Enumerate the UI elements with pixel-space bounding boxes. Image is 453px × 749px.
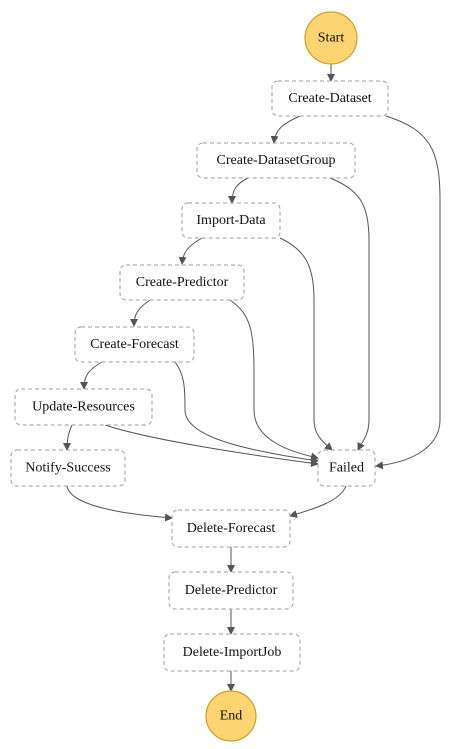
state-create-predictor[interactable]: Create-Predictor <box>119 264 245 301</box>
state-failed[interactable]: Failed <box>317 449 376 487</box>
state-create-dataset[interactable]: Create-Dataset <box>271 80 389 117</box>
edge-import-data-to-create-predictor <box>178 237 203 265</box>
state-delete-forecast[interactable]: Delete-Forecast <box>171 509 291 548</box>
state-delete-predictor-label: Delete-Predictor <box>185 583 278 598</box>
state-create-forecast-label: Create-Forecast <box>90 337 179 352</box>
end-node[interactable]: End <box>205 690 257 742</box>
state-import-data[interactable]: Import-Data <box>181 202 281 239</box>
edge-create-dataset-to-create-datasetgroup <box>270 115 301 144</box>
state-update-resources-label: Update-Resources <box>32 400 135 415</box>
state-update-resources[interactable]: Update-Resources <box>14 388 153 426</box>
edge-import-data-to-failed <box>279 237 333 451</box>
state-create-dataset-label: Create-Dataset <box>288 91 371 106</box>
edge-create-predictor-to-create-forecast <box>130 299 151 327</box>
state-create-predictor-label: Create-Predictor <box>136 275 229 290</box>
edge-create-forecast-to-failed <box>174 361 319 464</box>
state-failed-label: Failed <box>329 461 364 476</box>
state-notify-success[interactable]: Notify-Success <box>10 449 126 487</box>
edge-create-forecast-to-update-resources <box>80 361 103 390</box>
state-delete-importjob[interactable]: Delete-ImportJob <box>163 633 301 672</box>
edge-update-resources-to-failed <box>104 424 319 468</box>
edge-failed-to-delete-forecast <box>289 485 347 518</box>
state-create-forecast[interactable]: Create-Forecast <box>74 326 195 363</box>
edge-create-predictor-to-failed <box>229 299 319 461</box>
edge-create-datasetgroup-to-import-data <box>228 177 249 204</box>
edge-create-datasetgroup-to-failed <box>329 177 370 451</box>
state-delete-importjob-label: Delete-ImportJob <box>183 645 282 660</box>
state-create-datasetgroup-label: Create-DatasetGroup <box>217 153 336 168</box>
start-label: Start <box>318 31 345 46</box>
state-delete-predictor[interactable]: Delete-Predictor <box>168 571 294 610</box>
start-node[interactable]: Start <box>304 11 358 65</box>
state-delete-forecast-label: Delete-Forecast <box>187 521 276 536</box>
edge-update-resources-to-notify-success <box>63 424 73 451</box>
end-label: End <box>220 709 243 724</box>
state-import-data-label: Import-Data <box>196 213 266 228</box>
edges <box>63 64 441 692</box>
edge-notify-success-to-delete-forecast <box>66 485 173 522</box>
state-notify-success-label: Notify-Success <box>25 461 111 476</box>
state-create-datasetgroup[interactable]: Create-DatasetGroup <box>196 142 356 179</box>
edge-create-dataset-to-failed <box>375 115 441 470</box>
